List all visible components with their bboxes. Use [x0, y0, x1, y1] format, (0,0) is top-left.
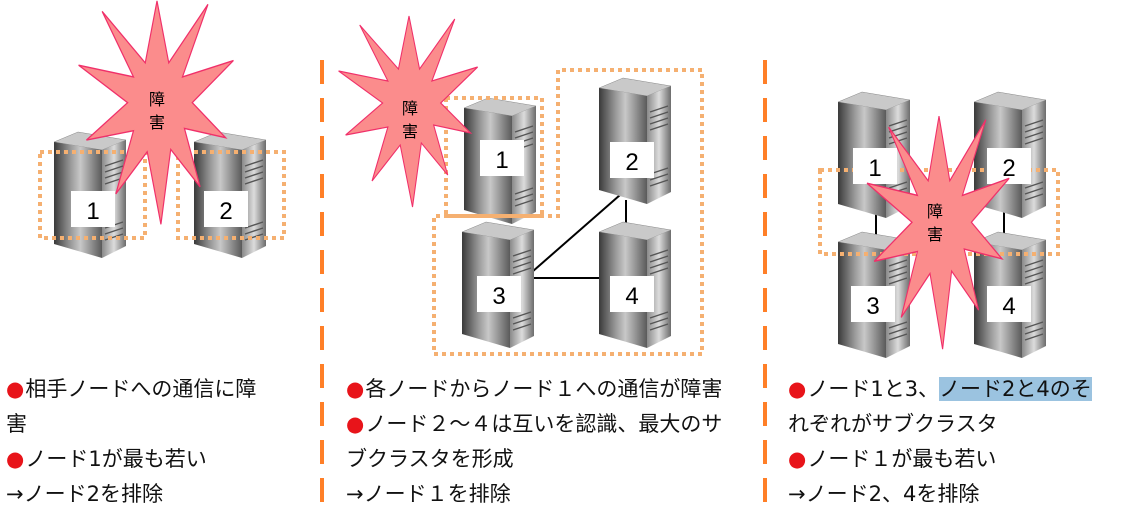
- bullet-item: ●ノード２～４は互いを認識、最大のサ: [346, 412, 723, 436]
- bullet-icon: ●: [788, 447, 807, 471]
- burst-label: 障: [149, 90, 165, 109]
- bullet-icon: ●: [788, 377, 807, 401]
- bullet-item: ●各ノードからノード１への通信が障害: [346, 377, 723, 401]
- node-label: 3: [492, 283, 505, 310]
- bullet-continuation: れぞれがサブクラスタ: [788, 412, 998, 436]
- node-label-box: [204, 191, 248, 227]
- node-label-box: [480, 140, 524, 176]
- bullet-icon: ●: [346, 412, 365, 436]
- result-line: →ノード１を排除: [346, 482, 511, 506]
- burst-label: 害: [149, 113, 165, 132]
- bullet-item: ●ノード１が最も若い: [788, 447, 997, 471]
- node-label-box: [610, 142, 654, 178]
- panel-2-text: ●各ノードからノード１への通信が障害 ●ノード２～４は互いを認識、最大のサ ブク…: [346, 372, 761, 512]
- node-label: 1: [868, 155, 881, 182]
- highlighted-text: ノード2と4のそ: [939, 377, 1092, 401]
- bullet-item: ●ノード1と3、ノード2と4のそ: [788, 377, 1092, 401]
- node-label: 4: [1002, 293, 1015, 320]
- server-icon: [598, 77, 672, 205]
- node-label-box: [610, 276, 654, 312]
- bullet-item: ●ノード1が最も若い: [6, 447, 207, 471]
- panel-3-diagram: 1 2 3 4 障 害: [818, 91, 1060, 359]
- panel-3-text: ●ノード1と3、ノード2と4のそ れぞれがサブクラスタ ●ノード１が最も若い →…: [788, 372, 1120, 512]
- node-label: 3: [866, 293, 879, 320]
- panel-1-text: ●相手ノードへの通信に障 害 ●ノード1が最も若い →ノード2を排除: [6, 372, 316, 512]
- node-group-outline: [38, 150, 147, 240]
- node-label: 2: [625, 149, 638, 176]
- burst-label: 障: [927, 202, 943, 221]
- bullet-icon: ●: [6, 377, 25, 401]
- bullet-continuation: 害: [6, 412, 27, 436]
- node-label: 1: [495, 147, 508, 174]
- link-3-2: [531, 194, 621, 273]
- node-label: 2: [219, 198, 232, 225]
- bullet-continuation: ブクラスタを形成: [346, 447, 514, 471]
- burst-label: 害: [927, 225, 943, 244]
- node-label: 1: [86, 198, 99, 225]
- result-line: →ノード2を排除: [6, 482, 163, 506]
- node-group-outline: [444, 96, 544, 218]
- burst-label: 害: [402, 122, 418, 141]
- subcluster-outline: [432, 68, 704, 356]
- result-line: →ノード2、4を排除: [788, 482, 980, 506]
- bullet-item: ●相手ノードへの通信に障: [6, 377, 257, 401]
- bullet-icon: ●: [6, 447, 25, 471]
- burst-label: 障: [402, 99, 418, 118]
- node-label: 4: [625, 283, 638, 310]
- panel-2-diagram: 1 2 3 4 障 害: [338, 15, 704, 356]
- node-label: 2: [1002, 155, 1015, 182]
- node-label-box: [851, 286, 895, 322]
- node-label-box: [853, 148, 897, 184]
- node-label-box: [987, 286, 1031, 322]
- node-label-box: [71, 191, 115, 227]
- node-label-box: [477, 276, 521, 312]
- bullet-icon: ●: [346, 377, 365, 401]
- panel-1-diagram: 1 2 障 害: [38, 0, 286, 259]
